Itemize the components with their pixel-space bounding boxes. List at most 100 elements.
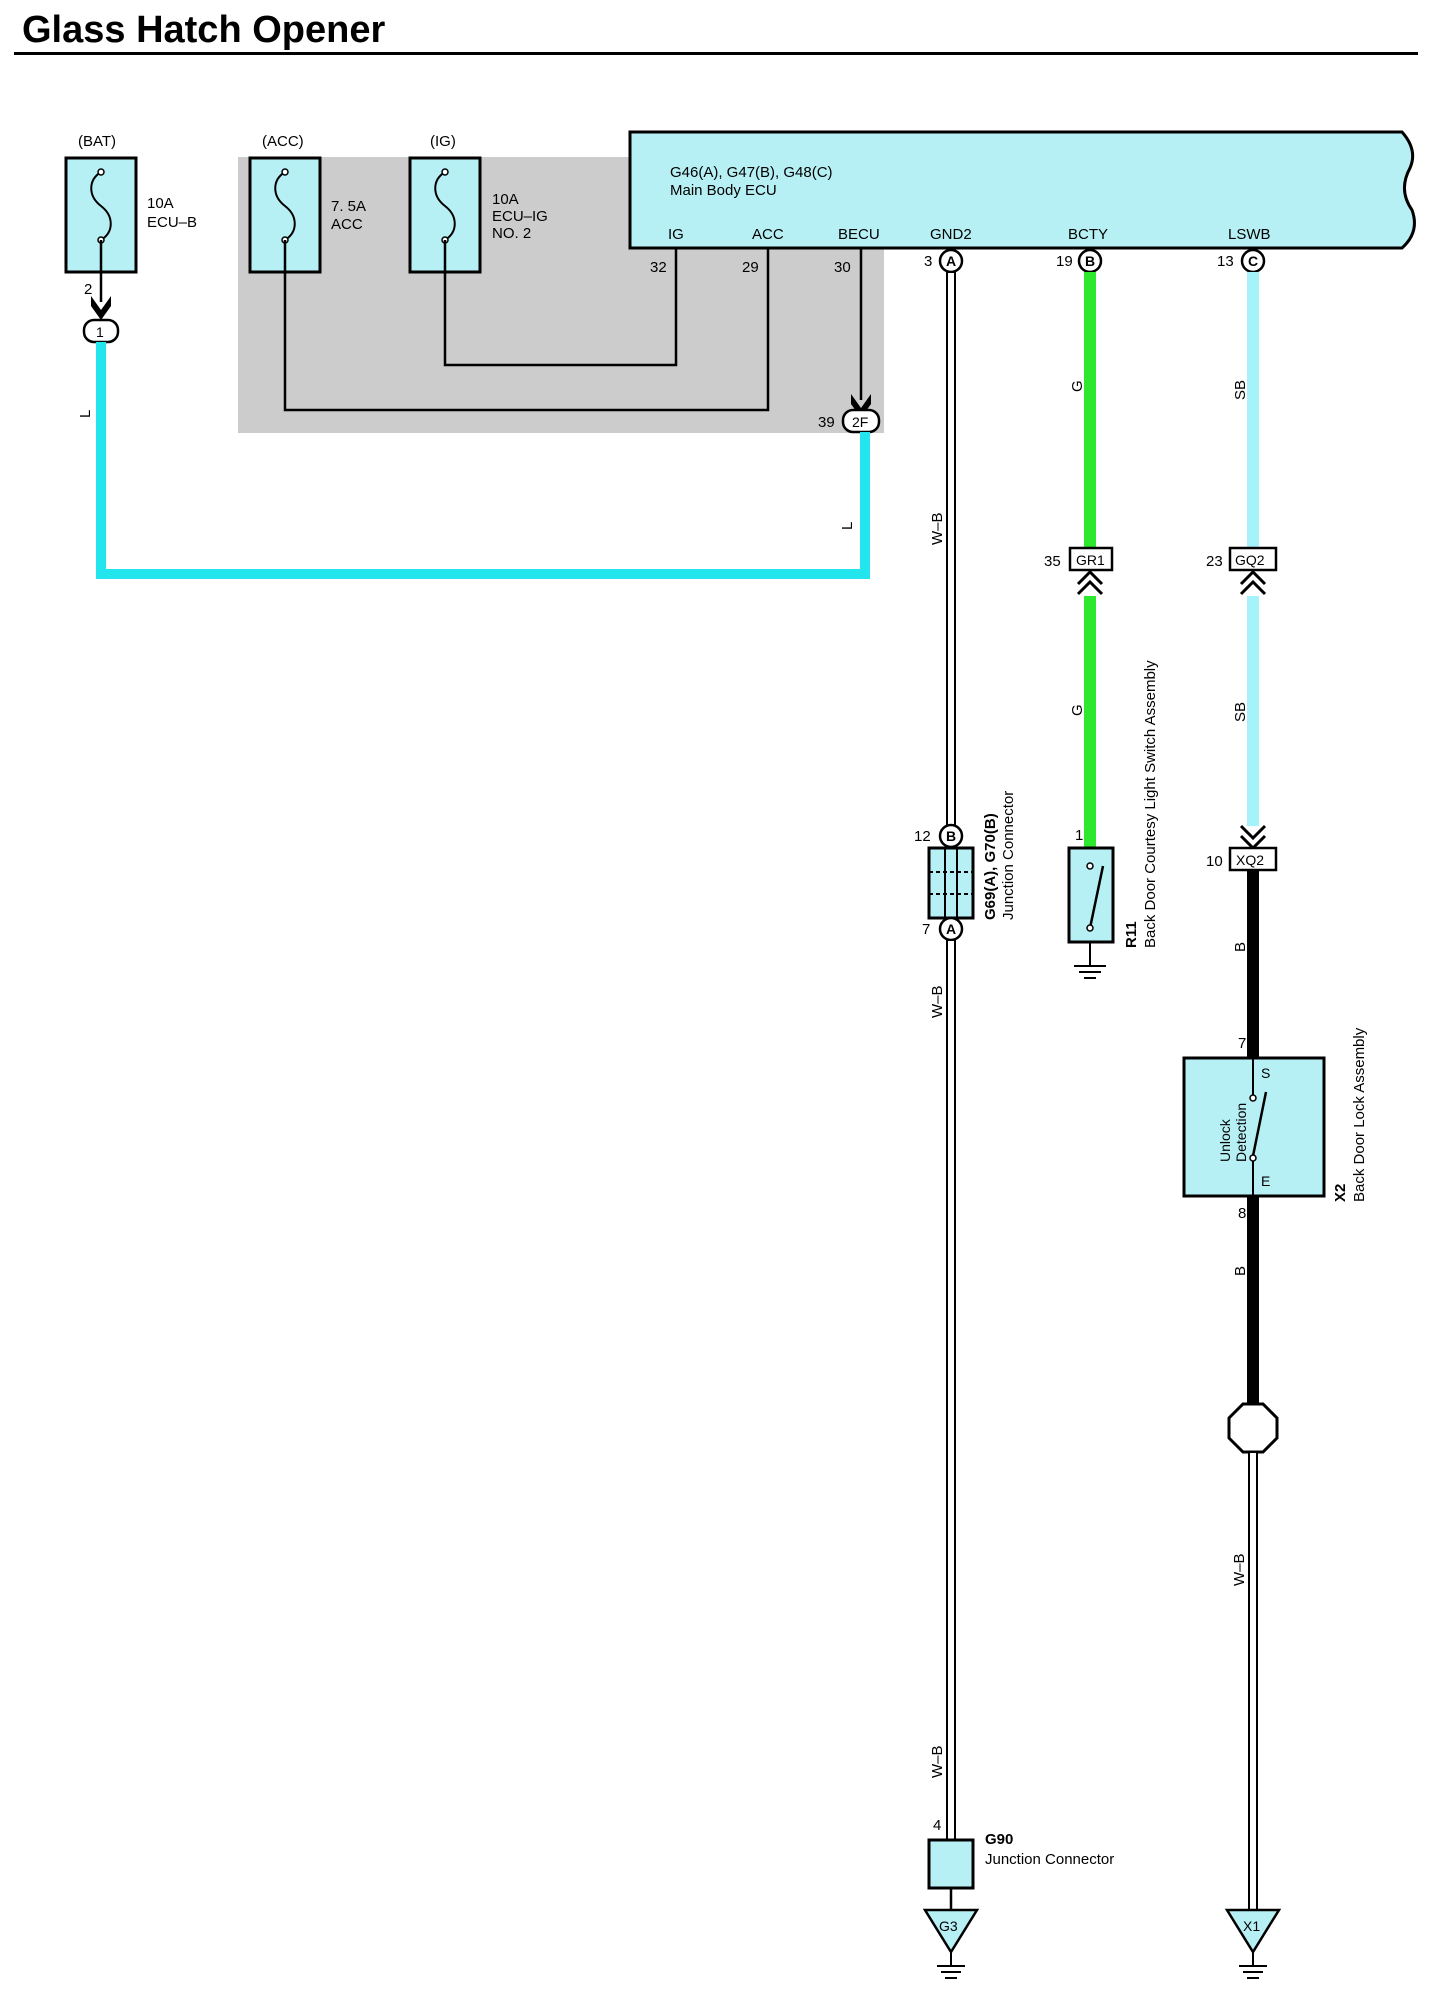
- ecu-terminal-becu: BECU: [838, 226, 880, 243]
- wire-wb-label-1: W–B: [929, 512, 946, 545]
- connector-chevron-icon: [1239, 824, 1267, 851]
- wire-wb-right: [1248, 1451, 1258, 1911]
- wire-l: [96, 342, 870, 579]
- splice-point: [1227, 1402, 1279, 1454]
- switch-lever-icon: [1251, 1091, 1268, 1157]
- ecu-pin-acc: 29: [742, 259, 759, 276]
- ground-g3: [922, 1908, 980, 1955]
- g90-pin: 4: [933, 1817, 941, 1834]
- ecu-terminal-bcty: BCTY: [1068, 226, 1108, 243]
- ground-x1: [1224, 1908, 1282, 1955]
- ecu-pin-bcty: 19: [1056, 253, 1073, 270]
- ground-x1-id: X1: [1243, 1918, 1260, 1934]
- switch-contact-icon: [1086, 862, 1094, 870]
- fuse-ecu-b: (BAT) 10A ECU–B: [64, 133, 197, 274]
- wire-l-label-left: L: [77, 410, 94, 418]
- x2-term-e: E: [1261, 1173, 1270, 1189]
- switch-lever-icon: [1088, 865, 1105, 929]
- wire-b-label-2: B: [1232, 1266, 1249, 1276]
- g69-conn-top: B: [946, 828, 956, 844]
- gr1-pin: 35: [1044, 553, 1061, 570]
- fuse-element-icon: [90, 171, 112, 241]
- connector-arrow-icon: [91, 296, 111, 320]
- wire-ig-fuse-to-ecu: [443, 240, 678, 367]
- ecu-ids: G46(A), G47(B), G48(C): [670, 164, 833, 181]
- ecu-pin-ig: 32: [650, 259, 667, 276]
- ecu-name: Main Body ECU: [670, 182, 777, 199]
- x2-term-s: S: [1261, 1065, 1270, 1081]
- ecu-pin-becu: 30: [834, 259, 851, 276]
- g69-conn-bottom: A: [946, 921, 956, 937]
- x2-inner-label-2: Detection: [1233, 1103, 1249, 1162]
- ecu-terminal-ig: IG: [668, 226, 684, 243]
- gq2-pin: 23: [1206, 553, 1223, 570]
- wire-wb-label-4: W–B: [1231, 1553, 1248, 1586]
- connector-chevron-icon: [1076, 569, 1104, 596]
- c2f-id: 2F: [852, 414, 868, 430]
- wire-sb-label-2: SB: [1232, 702, 1249, 722]
- wire-sb-label-1: SB: [1232, 380, 1249, 400]
- r11-name: Back Door Courtesy Light Switch Assembly: [1142, 660, 1159, 948]
- ecu-pin-gnd2: 3: [924, 253, 932, 270]
- wire-g-label-2: G: [1069, 704, 1086, 716]
- fuse-bat-pin: 2: [84, 281, 92, 298]
- wire-acc-fuse-to-ecu: [283, 240, 770, 412]
- fuse-acc-source: (ACC): [262, 133, 304, 150]
- x2-pin-top: 7: [1238, 1035, 1246, 1052]
- r11-pin: 1: [1075, 827, 1083, 844]
- wire-b-label-1: B: [1232, 942, 1249, 952]
- wire-l-label-right: L: [839, 522, 856, 530]
- wire-wb-lower: [946, 939, 956, 1841]
- x2-inner-label-1: Unlock: [1217, 1118, 1233, 1162]
- junction-g69-g70: [927, 846, 975, 920]
- connector-1-id: 1: [96, 324, 104, 340]
- wire-g-label-1: G: [1069, 380, 1086, 392]
- ecu-conn-a: A: [946, 253, 956, 269]
- fuse-ig-name: ECU–IG: [492, 208, 548, 225]
- fuse-element-icon: [434, 171, 456, 241]
- x2-name: Back Door Lock Assembly: [1351, 1027, 1368, 1202]
- ecu-terminal-gnd2: GND2: [930, 226, 972, 243]
- connector-chevron-icon: [1239, 569, 1267, 596]
- switch-contact-icon: [1249, 1154, 1257, 1162]
- g69-pin-top: 12: [914, 828, 931, 845]
- wire-wb-label-2: W–B: [929, 985, 946, 1018]
- ecu-conn-b: B: [1085, 253, 1095, 269]
- fuse-ecu-b-name: ECU–B: [147, 214, 197, 231]
- switch-contact-icon: [1086, 924, 1094, 932]
- ecu-terminal-lswb: LSWB: [1228, 226, 1271, 243]
- ecu-terminal-acc: ACC: [752, 226, 784, 243]
- c2f-pin: 39: [818, 414, 835, 431]
- fuse-acc-rating: 7. 5A: [331, 198, 366, 215]
- fuse-ig-name2: NO. 2: [492, 225, 531, 242]
- r11-id: R11: [1123, 921, 1140, 948]
- g69-pin-bottom: 7: [922, 921, 930, 938]
- x2-id: X2: [1332, 1184, 1349, 1202]
- fuse-ig-rating: 10A: [492, 191, 519, 208]
- wire-wb-label-3: W–B: [929, 1745, 946, 1778]
- fuse-ecu-b-source: (BAT): [78, 133, 116, 150]
- fuse-terminal-icon: [97, 168, 105, 176]
- ground-g3-id: G3: [939, 1918, 958, 1934]
- fuse-terminal-icon: [281, 168, 289, 176]
- xq2-pin: 10: [1206, 853, 1223, 870]
- fuse-ecu-b-rating: 10A: [147, 195, 174, 212]
- title-rule: [14, 52, 1418, 55]
- page-title: Glass Hatch Opener: [22, 9, 385, 51]
- main-body-ecu: [628, 130, 1416, 250]
- junction-g90: [927, 1838, 975, 1890]
- connector-gr1: [1068, 546, 1114, 572]
- g90-id: G90: [985, 1831, 1013, 1848]
- x2-pin-bottom: 8: [1238, 1205, 1246, 1222]
- xq2-id: XQ2: [1236, 852, 1264, 868]
- gr1-id: GR1: [1076, 552, 1105, 568]
- fuse-ig-source: (IG): [430, 133, 456, 150]
- ecu-conn-c: C: [1248, 253, 1258, 269]
- g69-id: G69(A), G70(B): [982, 813, 999, 920]
- fuse-element-icon: [274, 171, 296, 241]
- gq2-id: GQ2: [1235, 552, 1265, 568]
- switch-contact-icon: [1249, 1094, 1257, 1102]
- g69-name: Junction Connector: [1000, 791, 1017, 920]
- ecu-pin-lswb: 13: [1217, 253, 1234, 270]
